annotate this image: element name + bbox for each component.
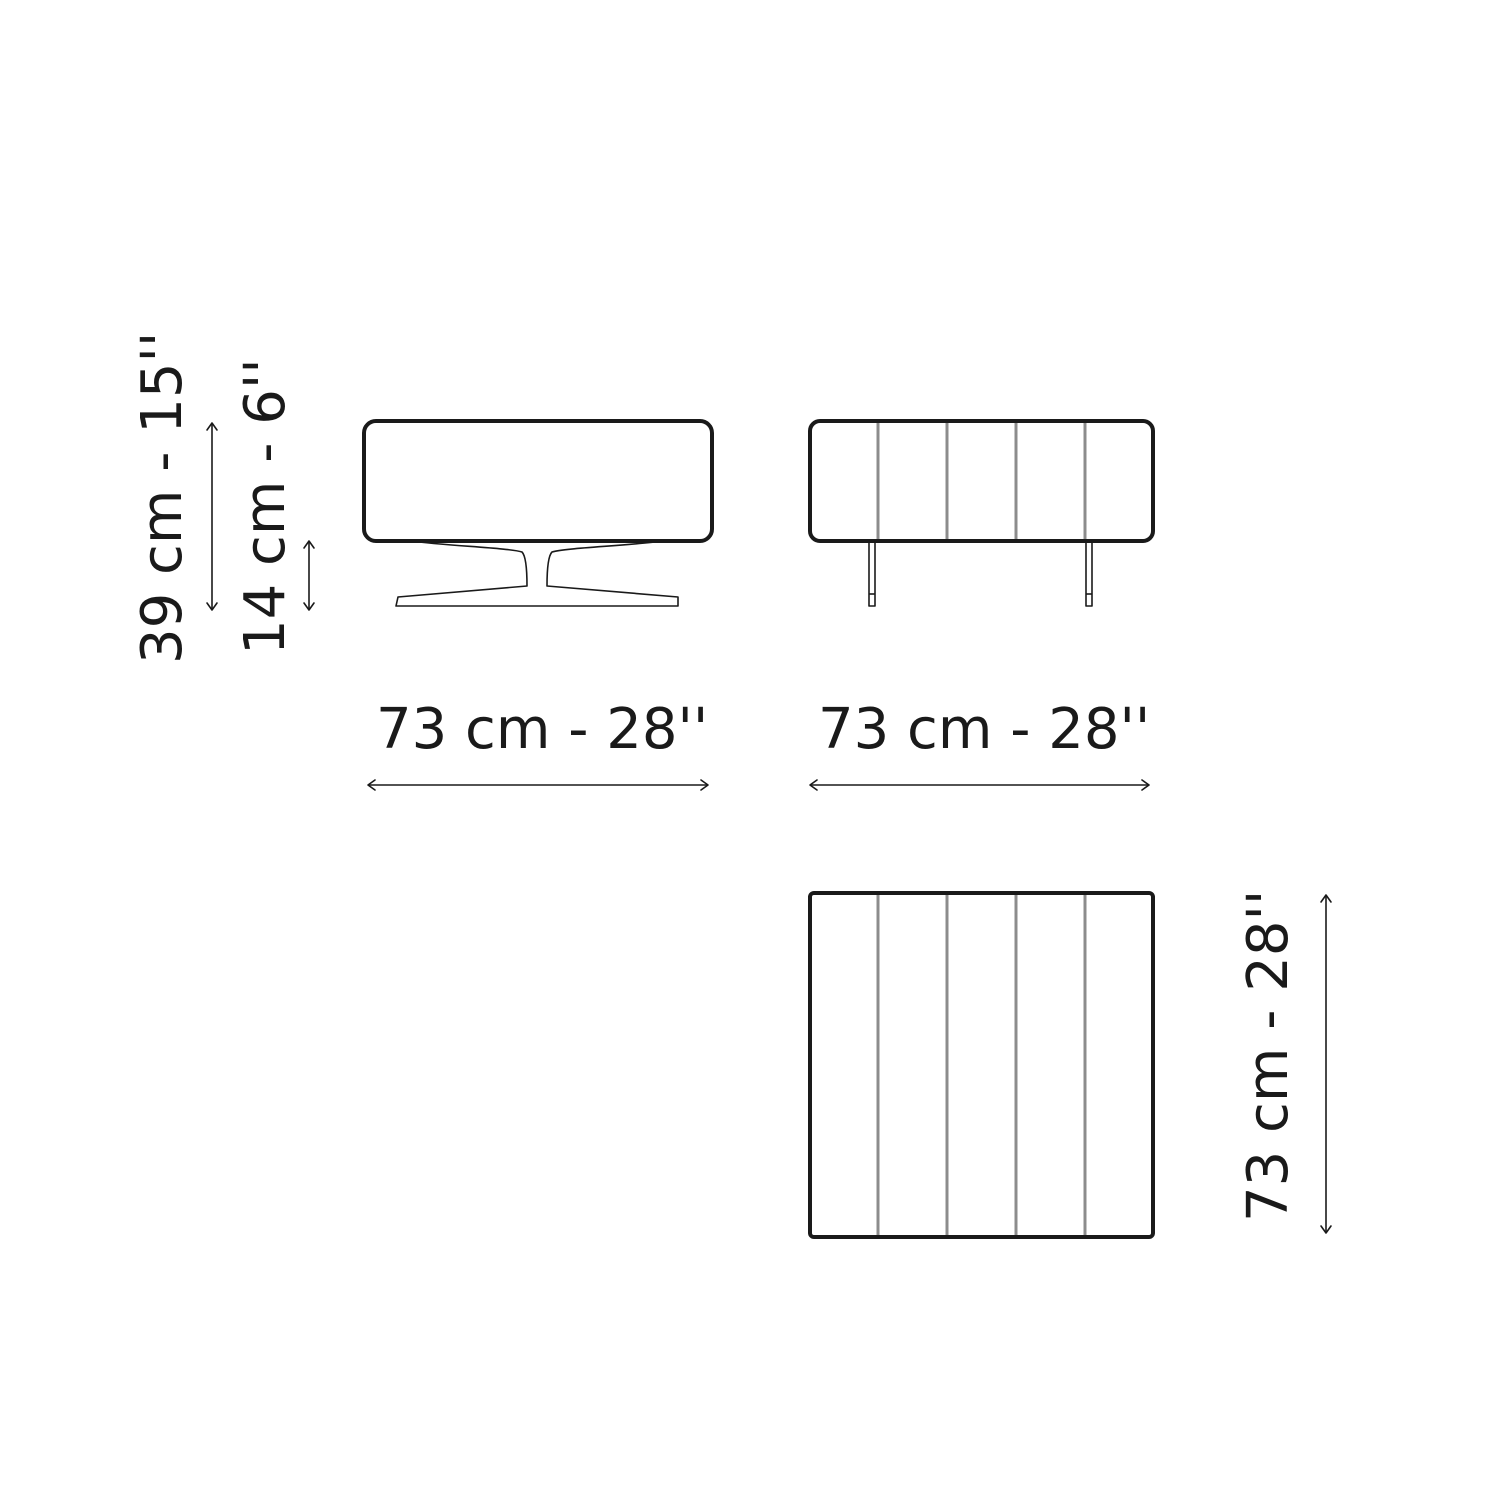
top-view bbox=[808, 891, 1155, 1239]
arrowhead-down-icon bbox=[1320, 1225, 1332, 1234]
front-view-leg-left bbox=[868, 540, 876, 607]
top-depth-dimension: 73 cm - 28'' bbox=[1236, 890, 1332, 1234]
arrowhead-right-icon bbox=[700, 779, 709, 791]
arrowhead-up-icon bbox=[206, 422, 218, 431]
arrowhead-up-icon bbox=[303, 540, 315, 549]
seat-clearance-label: 14 cm - 6'' bbox=[233, 358, 298, 655]
arrowhead-down-icon bbox=[206, 602, 218, 611]
arrowhead-left-icon bbox=[809, 779, 818, 791]
side-width-dimension: 73 cm - 28'' bbox=[367, 697, 709, 791]
front-width-label: 73 cm - 28'' bbox=[818, 697, 1150, 762]
side-view-pedestal-base bbox=[395, 540, 679, 607]
top-view-cushion bbox=[808, 891, 1155, 1239]
side-view bbox=[362, 419, 714, 607]
front-view bbox=[808, 419, 1155, 607]
arrowhead-down-icon bbox=[303, 602, 315, 611]
arrowhead-right-icon bbox=[1141, 779, 1150, 791]
front-width-dimension: 73 cm - 28'' bbox=[809, 697, 1150, 791]
side-view-cushion bbox=[362, 419, 714, 543]
seat-clearance-dimension: 14 cm - 6'' bbox=[233, 358, 315, 655]
overall-height-dimension: 39 cm - 15'' bbox=[130, 332, 218, 664]
overall-height-label: 39 cm - 15'' bbox=[130, 332, 195, 664]
top-depth-label: 73 cm - 28'' bbox=[1236, 890, 1301, 1222]
arrowhead-left-icon bbox=[367, 779, 376, 791]
side-width-label: 73 cm - 28'' bbox=[376, 697, 708, 762]
front-view-cushion bbox=[808, 419, 1155, 543]
arrowhead-up-icon bbox=[1320, 894, 1332, 903]
front-view-leg-right bbox=[1085, 540, 1093, 607]
